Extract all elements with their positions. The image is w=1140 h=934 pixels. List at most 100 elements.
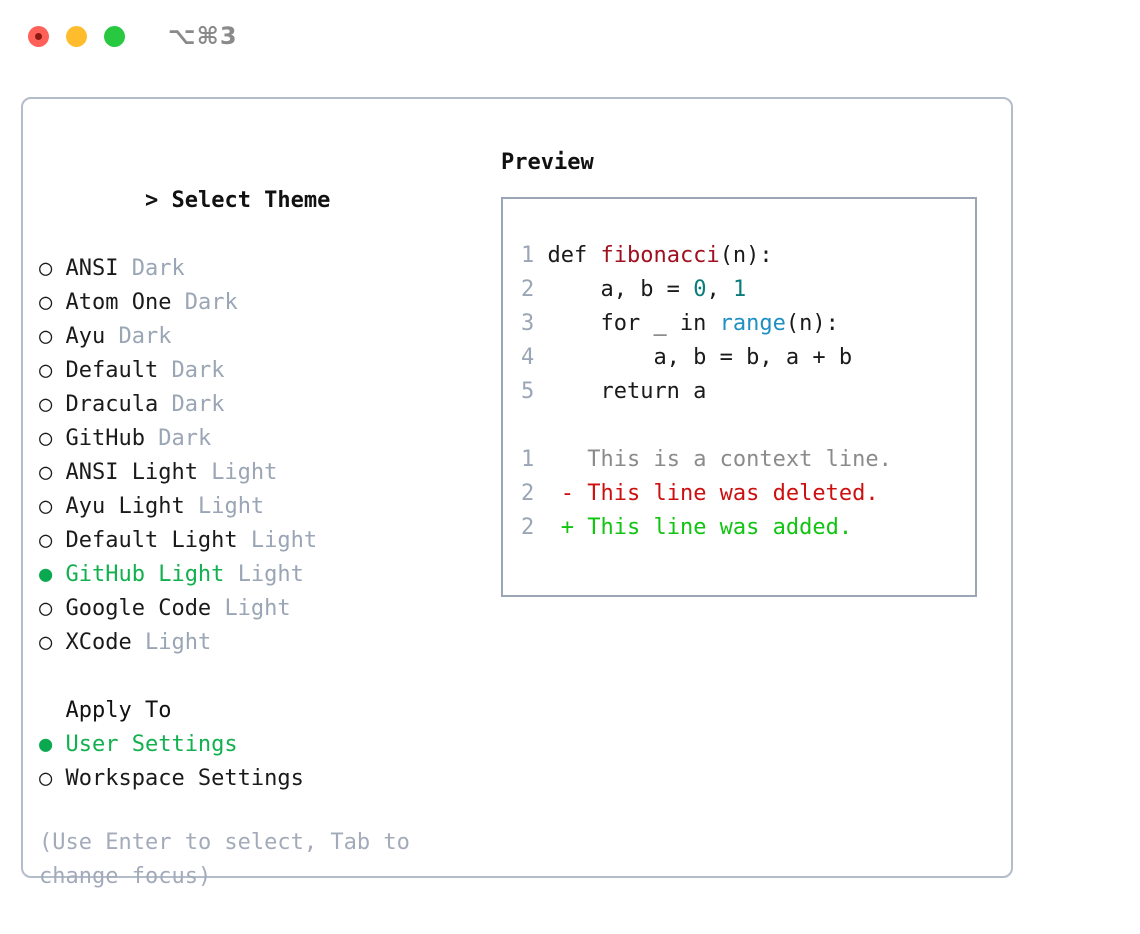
diff-text: This is a context line. [587, 447, 892, 472]
spacer [534, 447, 561, 472]
minimize-button[interactable] [66, 26, 87, 47]
code-line: 5 return a [521, 375, 975, 409]
diff-sign: + [560, 515, 588, 540]
code-line: 3 for _ in range(n): [521, 307, 975, 341]
diff-sample: 1 This is a context line. 2 - This line w… [521, 443, 975, 545]
spacer [52, 392, 65, 417]
theme-name: Google Code [65, 596, 212, 621]
spacer [534, 481, 561, 506]
spacer [52, 494, 65, 519]
code-token: fibonacci [600, 243, 720, 268]
theme-name: GitHub [65, 426, 145, 451]
spacer [158, 392, 171, 417]
keyboard-hint: (Use Enter to select, Tab to change focu… [39, 826, 459, 894]
theme-list-item[interactable]: ○ Google Code Light [39, 592, 489, 626]
radio-unselected-icon: ○ [39, 256, 53, 281]
spacer [52, 358, 65, 383]
theme-kind-label: Dark [131, 256, 185, 281]
preview-title: Preview [501, 150, 594, 175]
code-token: 1 [732, 277, 747, 302]
theme-list-item[interactable]: ○ ANSI Light Light [39, 456, 489, 490]
theme-list-item[interactable]: ○ GitHub Dark [39, 422, 489, 456]
diff-line: 2 - This line was deleted. [521, 477, 975, 511]
theme-kind-label: Light [211, 460, 278, 485]
theme-kind-label: Dark [184, 290, 238, 315]
radio-unselected-icon: ○ [39, 630, 53, 655]
theme-list-item[interactable]: ○ Ayu Dark [39, 320, 489, 354]
zoom-button[interactable] [104, 26, 125, 47]
code-line-number: 4 [521, 345, 535, 370]
theme-list-item[interactable]: ○ ANSI Dark [39, 252, 489, 286]
theme-list: ○ ANSI Dark○ Atom One Dark○ Ayu Dark○ De… [39, 252, 489, 660]
theme-list-item[interactable]: ○ Atom One Dark [39, 286, 489, 320]
preview-spacer [521, 409, 975, 443]
spacer [52, 460, 65, 485]
radio-unselected-icon: ○ [39, 596, 53, 621]
theme-name: GitHub Light [65, 562, 225, 587]
apply-to-option[interactable]: ● User Settings [39, 728, 489, 762]
spacer [52, 324, 65, 349]
spacer [238, 528, 251, 553]
spacer [52, 562, 65, 587]
code-token: a, b = b, a + b [534, 345, 853, 370]
radio-unselected-icon: ○ [39, 460, 53, 485]
theme-name: ANSI [65, 256, 119, 281]
spacer [145, 426, 158, 451]
code-line-number: 2 [521, 277, 535, 302]
code-token: 0 [693, 277, 707, 302]
spacer [132, 630, 145, 655]
traffic-light-group [28, 26, 125, 47]
close-button[interactable] [28, 26, 49, 47]
preview-column: Preview 1 def fibonacci(n):2 a, b = 0, 1… [501, 150, 991, 597]
radio-unselected-icon: ○ [39, 324, 53, 349]
code-token: , [706, 277, 733, 302]
theme-list-header-prefix: > [144, 188, 172, 213]
apply-to-option[interactable]: ○ Workspace Settings [39, 762, 489, 796]
theme-name: Ayu Light [65, 494, 185, 519]
content-panel: > Select Theme ○ ANSI Dark○ Atom One Dar… [21, 97, 1013, 889]
radio-selected-icon: ● [39, 732, 53, 757]
theme-list-item[interactable]: ○ Dracula Dark [39, 388, 489, 422]
keyboard-hint-line-2: change focus) [39, 864, 212, 889]
spacer [52, 256, 65, 281]
diff-line-number: 1 [521, 447, 535, 472]
theme-list-item[interactable]: ○ Default Dark [39, 354, 489, 388]
code-token: return a [534, 379, 707, 404]
spacer [52, 596, 65, 621]
spacer [211, 596, 224, 621]
theme-list-header-label: Select Theme [171, 188, 331, 213]
apply-to-option-label: Workspace Settings [65, 766, 304, 791]
spacer [118, 256, 131, 281]
theme-list-item[interactable]: ○ Default Light Light [39, 524, 489, 558]
theme-list-item[interactable]: ● GitHub Light Light [39, 558, 489, 592]
theme-kind-label: Dark [171, 392, 225, 417]
code-token: (n): [719, 243, 773, 268]
radio-unselected-icon: ○ [39, 426, 53, 451]
code-token: (n): [785, 311, 839, 336]
title-bar: ⌥⌘3 [0, 0, 1140, 78]
theme-kind-label: Light [250, 528, 318, 553]
spacer [52, 290, 65, 315]
diff-sign: - [560, 481, 588, 506]
spacer [52, 528, 65, 553]
diff-line-number: 2 [521, 481, 535, 506]
theme-kind-label: Light [144, 630, 212, 655]
code-token: for _ in [534, 311, 720, 336]
code-line: 1 def fibonacci(n): [521, 239, 975, 273]
spacer [105, 324, 118, 349]
spacer [158, 358, 171, 383]
keyboard-hint-line-1: (Use Enter to select, Tab to [39, 830, 410, 855]
theme-list-item[interactable]: ○ Ayu Light Light [39, 490, 489, 524]
code-token: def [534, 243, 601, 268]
radio-unselected-icon: ○ [39, 358, 53, 383]
theme-kind-label: Light [237, 562, 304, 587]
diff-text: This line was deleted. [587, 481, 879, 506]
theme-list-item[interactable]: ○ XCode Light [39, 626, 489, 660]
keyboard-shortcut-label: ⌥⌘3 [168, 22, 238, 50]
spacer [198, 460, 211, 485]
radio-unselected-icon: ○ [39, 290, 53, 315]
diff-line: 2 + This line was added. [521, 511, 975, 545]
theme-name: Atom One [65, 290, 172, 315]
